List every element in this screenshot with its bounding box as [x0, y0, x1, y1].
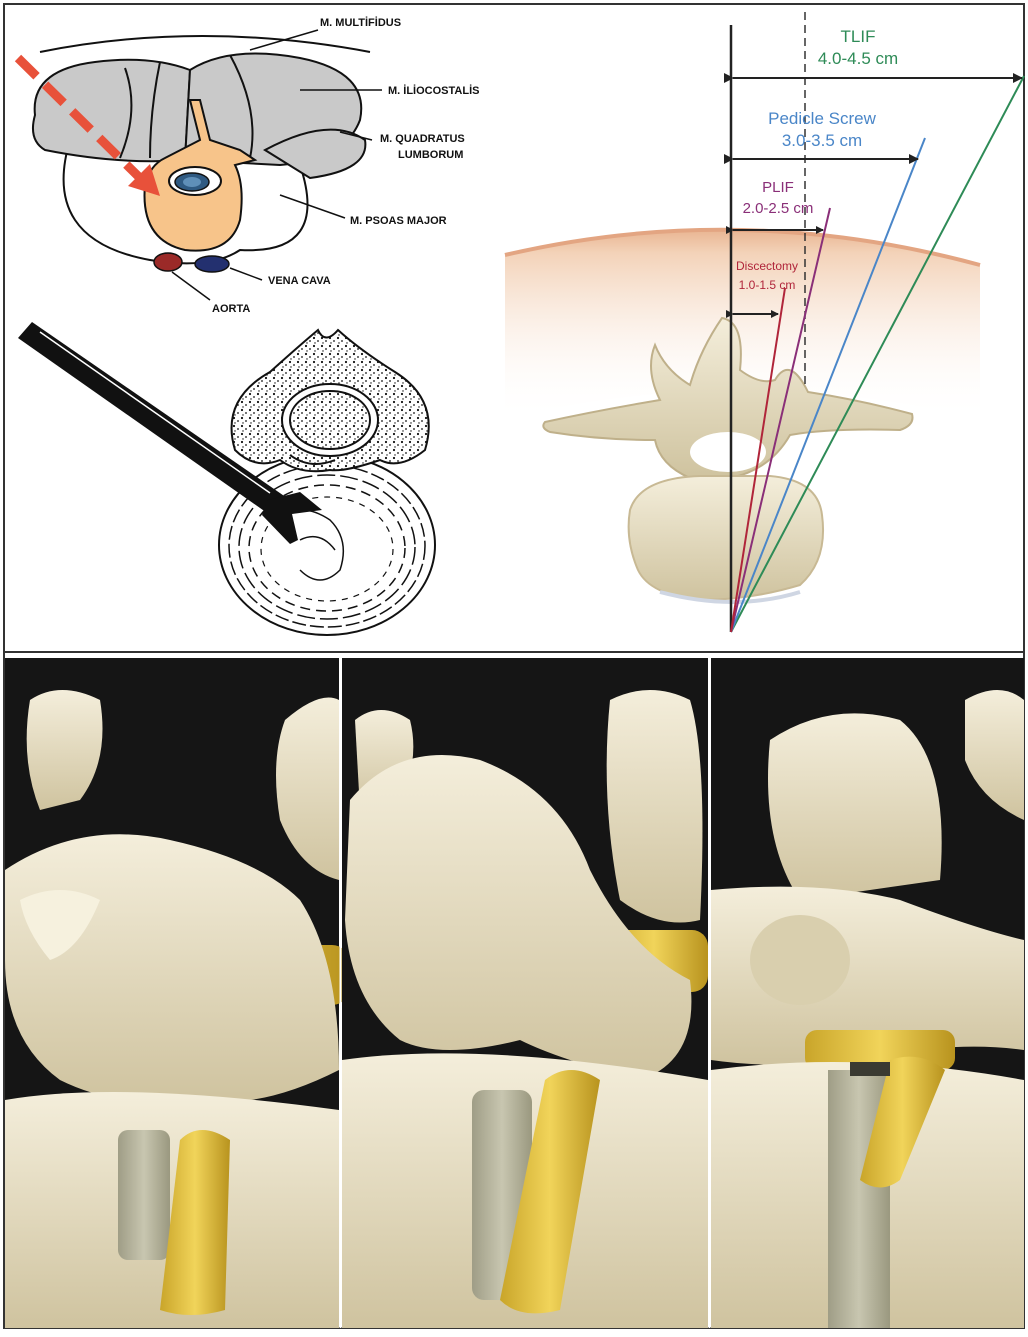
- instrument-drawing: [18, 322, 435, 635]
- leader-vena-cava: [230, 268, 262, 280]
- trajectory-diagram: TLIF 4.0-4.5 cm Pedicle Screw 3.0-3.5 cm…: [505, 12, 1024, 632]
- photo-1-disc: [118, 1130, 170, 1260]
- discectomy-label: Discectomy: [736, 259, 798, 273]
- label-quadratus-1: M. QUADRATUS: [380, 133, 465, 145]
- label-quadratus-2: LUMBORUM: [398, 149, 463, 161]
- skin-line: [40, 36, 370, 52]
- vertebral-body: [629, 476, 823, 600]
- thecal-sac-drawing: [290, 391, 370, 449]
- vena-cava-vessel: [195, 256, 229, 272]
- plif-range: 2.0-2.5 cm: [743, 200, 814, 217]
- aorta-vessel: [154, 253, 182, 271]
- label-multifidus: M. MULTİFİDUS: [320, 16, 401, 29]
- plif-label: PLIF: [762, 179, 794, 196]
- discectomy-range: 1.0-1.5 cm: [739, 278, 796, 292]
- photo-3-spinous: [768, 713, 942, 900]
- cross-section-diagram: M. MULTİFİDUS M. İLİOCOSTALİS M. QUADRAT…: [18, 16, 479, 315]
- label-vena-cava: VENA CAVA: [268, 275, 331, 287]
- leader-aorta: [172, 272, 210, 300]
- tlif-range: 4.0-4.5 cm: [818, 49, 898, 68]
- photo-3-facet-joint: [750, 915, 850, 1005]
- photo-panel-2: [342, 658, 708, 1328]
- photo-panel-1: [5, 658, 350, 1328]
- tlif-label: TLIF: [841, 27, 876, 46]
- label-aorta: AORTA: [212, 303, 250, 315]
- label-iliocostalis: M. İLİOCOSTALİS: [388, 84, 479, 97]
- label-psoas: M. PSOAS MAJOR: [350, 215, 447, 227]
- photo-3-disc-window: [850, 1062, 890, 1076]
- pedicle-screw-range: 3.0-3.5 cm: [782, 131, 862, 150]
- leader-multifidus: [250, 30, 318, 50]
- photo-panel-3: [711, 658, 1024, 1328]
- spinal-canal-illustration: [690, 432, 766, 472]
- photo-2-facet-right: [607, 690, 703, 923]
- pedicle-screw-label: Pedicle Screw: [768, 109, 876, 128]
- dural-content: [183, 177, 201, 187]
